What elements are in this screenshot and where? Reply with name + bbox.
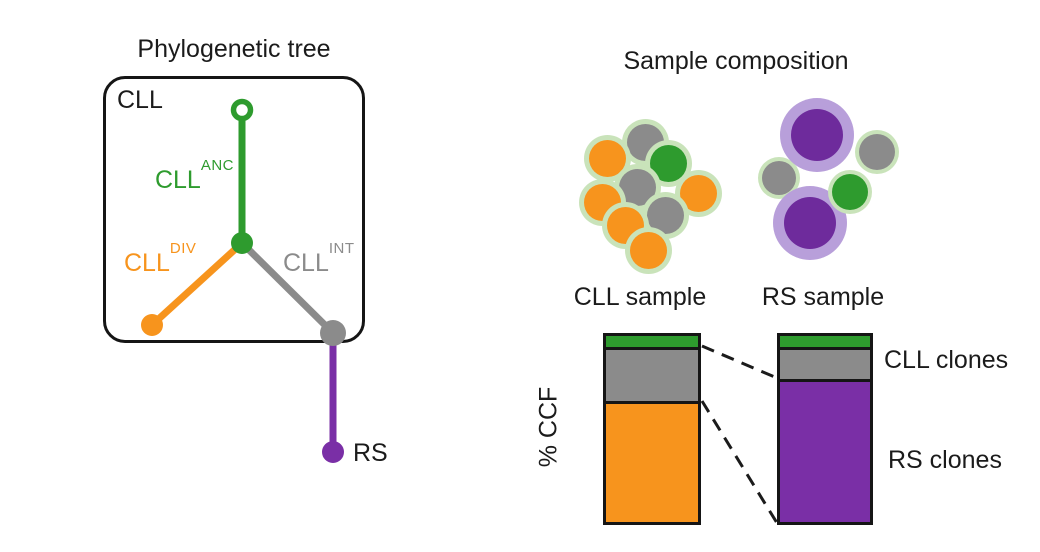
cell-nucleus-orange xyxy=(588,139,626,177)
branch-label-base: CLL xyxy=(124,249,170,277)
bar-segment-green xyxy=(780,336,870,348)
sample-composition-title: Sample composition xyxy=(623,47,849,75)
cll-box-label: CLL xyxy=(117,86,163,114)
rs-clones-label: RS clones xyxy=(888,446,1002,474)
bar-segment-gray xyxy=(780,347,870,379)
branch-label-base: CLL xyxy=(154,166,201,194)
cell-gray xyxy=(758,157,800,199)
bar-segment-green xyxy=(606,336,698,348)
branch-label-cll-div: CLLDIV xyxy=(124,241,196,278)
cell-nucleus-purple xyxy=(791,109,843,161)
cell-nucleus-green xyxy=(832,174,868,210)
ccf-bar-rs-sample xyxy=(777,333,873,525)
branch-label-cll-anc: CLLANC xyxy=(110,158,234,195)
rs-sample-label: RS sample xyxy=(761,283,885,311)
dashed-connector-top xyxy=(701,344,778,380)
bar-segment-purple xyxy=(780,378,870,522)
cell-purple xyxy=(780,98,854,172)
cell-orange xyxy=(583,134,631,182)
cll-sample-label: CLL sample xyxy=(573,283,707,311)
branch-label-cll-int: CLLINT xyxy=(283,241,355,278)
branch-label-sup: INT xyxy=(328,239,355,257)
cll-boundary-box xyxy=(103,76,365,343)
ccf-bar-cll-sample xyxy=(603,333,701,525)
cell-purple xyxy=(773,186,847,260)
bar-segment-orange xyxy=(606,401,698,522)
rs-node-label: RS xyxy=(353,439,388,467)
bar-segment-gray xyxy=(606,347,698,402)
cell-nucleus-gray xyxy=(859,134,895,170)
cell-nucleus-purple xyxy=(784,197,836,249)
ccf-axis-label: % CCF xyxy=(534,386,563,468)
cell-orange xyxy=(624,226,672,274)
branch-label-base: CLL xyxy=(283,249,329,277)
cell-nucleus-gray xyxy=(762,161,796,195)
branch-label-sup: ANC xyxy=(200,156,234,174)
cell-nucleus-orange xyxy=(629,231,667,269)
dashed-connector-bottom xyxy=(700,400,779,524)
cell-gray xyxy=(855,130,899,174)
branch-label-sup: DIV xyxy=(169,239,197,257)
cll-clones-label: CLL clones xyxy=(884,346,1009,374)
phylogenetic-tree-title: Phylogenetic tree xyxy=(137,35,331,63)
cell-green xyxy=(644,139,692,187)
rs-node xyxy=(322,441,344,463)
cell-green xyxy=(828,170,872,214)
